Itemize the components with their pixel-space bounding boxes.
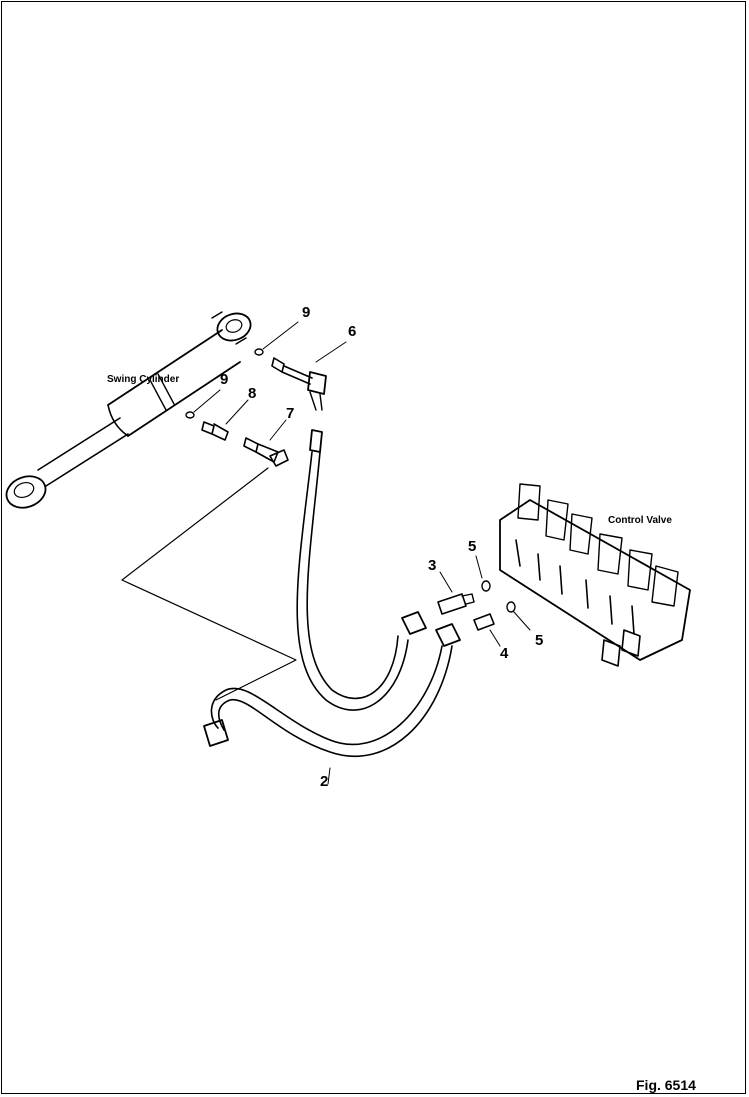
callout-5-upper: 5 [468, 538, 476, 555]
callout-4: 4 [500, 645, 509, 662]
o-ring-9-upper [254, 348, 264, 356]
callout-8: 8 [248, 385, 256, 402]
adapter-fitting-3 [437, 593, 475, 615]
o-ring-5-lower [506, 601, 516, 613]
callout-7: 7 [286, 405, 294, 422]
elbow-fitting-7 [243, 437, 289, 467]
leader-line [121, 467, 297, 701]
figure-number: Fig. 6514 [636, 1077, 696, 1093]
swing-cylinder [5, 311, 252, 509]
o-ring-5-upper [481, 580, 491, 592]
swing-cylinder-label: Swing Cylinder [107, 374, 179, 385]
callout-5-lower: 5 [535, 632, 543, 649]
callout-9-lower: 9 [220, 371, 228, 388]
elbow-fitting-6 [271, 357, 327, 411]
hose-upper [296, 429, 427, 711]
adapter-fitting-4 [473, 613, 495, 631]
adapter-fitting-8 [201, 421, 229, 441]
hose-2 [203, 623, 461, 758]
callout-2: 2 [320, 773, 328, 790]
control-valve-label: Control Valve [608, 515, 672, 526]
control-valve [499, 483, 691, 667]
callout-6: 6 [348, 323, 356, 340]
callout-3: 3 [428, 557, 436, 574]
callout-9-upper: 9 [302, 304, 310, 321]
o-ring-9-lower [185, 411, 195, 419]
